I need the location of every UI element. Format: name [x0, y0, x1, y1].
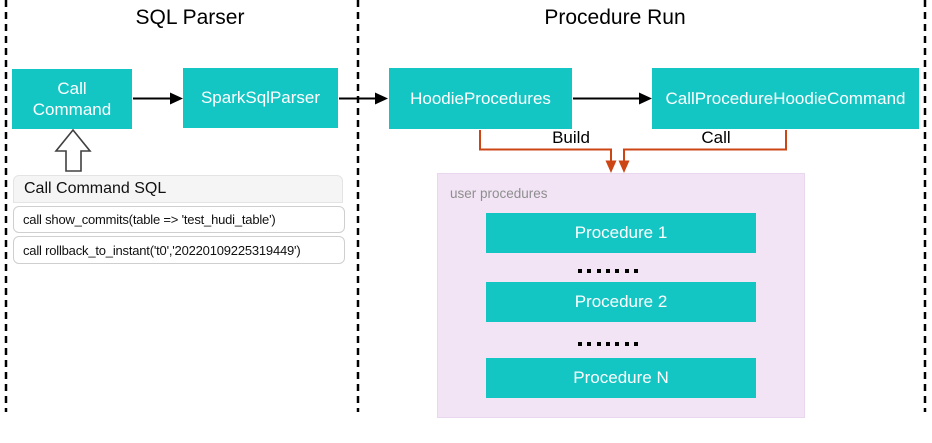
region-title-sql-parser: SQL Parser: [135, 6, 245, 29]
procedure-item: Procedure N: [486, 358, 756, 398]
node-spark-sql-parser: SparkSqlParser: [183, 68, 338, 128]
node-call-procedure-hoodie-command: CallProcedureHoodieCommand: [652, 68, 919, 129]
call-connector: [623, 130, 787, 163]
sql-panel-header: Call Command SQL: [13, 175, 343, 203]
procedure-item: Procedure 1: [486, 213, 756, 253]
user-procedures-label: user procedures: [450, 186, 548, 201]
region-title-procedure-run: Procedure Run: [544, 6, 686, 29]
dots-separator: [578, 269, 638, 273]
edge-label-call: Call: [701, 128, 731, 147]
build-connector: [479, 130, 612, 163]
procedure-item: Procedure 2: [486, 282, 756, 322]
sql-query-row: call rollback_to_instant('t0','202201092…: [13, 236, 345, 264]
sql-query-row: call show_commits(table => 'test_hudi_ta…: [13, 206, 345, 233]
arrowhead-hoodieprocedures-to-callproc: [639, 92, 652, 105]
dots-separator: [578, 342, 638, 346]
arrowhead-parser-to-hoodieprocedures: [375, 92, 388, 105]
arrowhead-callcommand-to-parser: [170, 92, 183, 105]
build-connector-arrowhead: [605, 160, 617, 173]
user-procedures-panel: user procedures Procedure 1 Procedure 2 …: [437, 173, 805, 418]
call-connector-arrowhead: [618, 160, 630, 173]
hollow-up-arrow: [54, 128, 92, 172]
edge-label-build: Build: [552, 128, 590, 147]
node-hoodie-procedures: HoodieProcedures: [389, 68, 572, 129]
node-call-command: Call Command: [12, 69, 132, 129]
